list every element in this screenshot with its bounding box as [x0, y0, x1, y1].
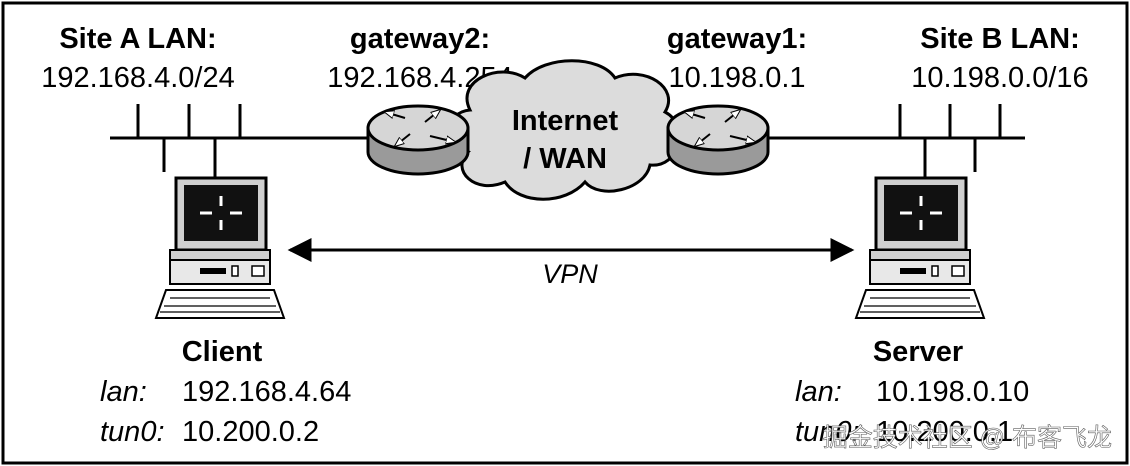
gateway2-title: gateway2:	[350, 23, 490, 55]
client-tun-ip: 10.200.0.2	[182, 416, 319, 448]
server-lan-label: lan:	[795, 376, 842, 408]
cloud-label-line2: / WAN	[523, 143, 607, 175]
server-title: Server	[873, 336, 963, 368]
client-tun-label: tun0:	[100, 416, 165, 448]
server-tun-label: tun0:	[795, 416, 860, 448]
gateway1-ip: 10.198.0.1	[668, 62, 805, 94]
site-b-subnet: 10.198.0.0/16	[911, 62, 1088, 94]
site-a-lan-bus	[110, 104, 375, 180]
server-tun-ip: 10.200.0.1	[876, 416, 1013, 448]
vpn-label: VPN	[542, 259, 598, 289]
site-b-lan-bus	[765, 104, 1025, 180]
client-computer-icon	[154, 176, 286, 319]
watermark-text: 掘金技术社区 @ 布客飞龙	[823, 424, 1112, 452]
server-computer-icon	[854, 176, 986, 319]
client-lan-ip: 192.168.4.64	[182, 376, 351, 408]
gateway2-router-icon	[366, 104, 470, 176]
server-lan-ip: 10.198.0.10	[876, 376, 1029, 408]
site-a-subnet: 192.168.4.0/24	[41, 62, 235, 94]
gateway1-title: gateway1:	[667, 23, 807, 55]
gateway1-router-icon	[666, 104, 770, 176]
client-title: Client	[182, 336, 263, 368]
internet-cloud-icon: Internet / WAN	[447, 59, 681, 201]
client-lan-label: lan:	[100, 376, 147, 408]
site-a-title: Site A LAN:	[59, 23, 216, 55]
cloud-label-line1: Internet	[512, 105, 619, 137]
site-b-title: Site B LAN:	[920, 23, 1080, 55]
